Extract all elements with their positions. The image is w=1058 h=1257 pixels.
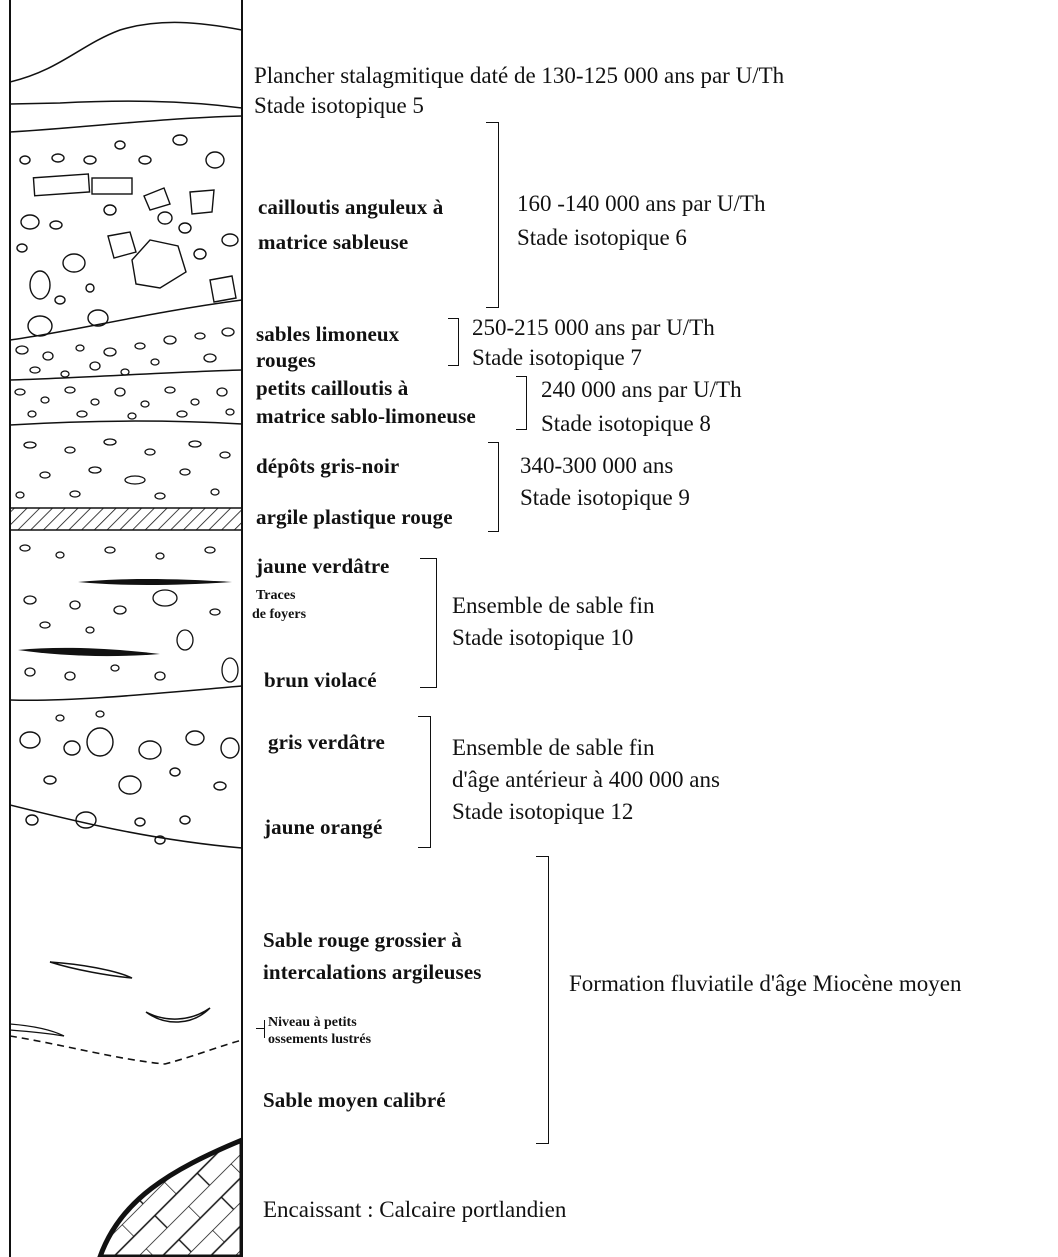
clay-lens-lower [145,1007,211,1023]
pebbles-depots [15,438,231,500]
layer-label-petits-cailloutis: petits cailloutis à [256,376,409,400]
bracket-stade-10 [420,558,437,688]
age-label-stade-7: 250-215 000 ans par U/Th [472,315,715,340]
layer-label-matrice-sableuse: matrice sableuse [258,230,409,254]
layer-label-brun-violace: brun violacé [264,668,377,692]
pebbles-sable-fin-10 [19,544,239,722]
bracket-stade-12 [418,716,431,848]
ensemble-label-stade-10: Ensemble de sable fin [452,593,655,618]
layer-label-cailloutis: cailloutis anguleux à [258,195,444,219]
layer-label-de-foyers: de foyers [252,607,307,622]
layer-label-gris-verdatre: gris verdâtre [268,730,385,754]
layer-label-intercalations: intercalations argileuses [263,960,482,984]
stade-6-label: Stade isotopique 6 [517,225,687,250]
layer-label-rouges: rouges [256,348,316,372]
layer-label-depots: dépôts gris-noir [256,454,400,478]
hearth-trace-upper [78,579,232,585]
miocene-label: Formation fluviatile d'âge Miocène moyen [569,971,962,996]
layer-label-matrice-sablo-limoneuse: matrice sablo-limoneuse [256,404,476,428]
stade-7-label: Stade isotopique 7 [472,345,642,370]
limestone-bedrock [97,1137,242,1257]
pebbles-cailloutis [16,134,239,337]
layer-label-argile: argile plastique rouge [256,505,453,529]
layer-label-niveau: Niveau à petits [268,1015,357,1030]
layer-label-jaune-orange: jaune orangé [264,815,383,839]
age-label-stade-8: 240 000 ans par U/Th [541,377,742,402]
layer-label-jaune-verdatre: jaune verdâtre [256,554,390,578]
pebbles-petits-cailloutis [14,386,235,420]
age-label-stade-12: d'âge antérieur à 400 000 ans [452,767,720,792]
age-label-stade-9: 340-300 000 ans [520,453,674,478]
bracket-stade-6 [486,122,499,308]
layer-label-sable-moyen: Sable moyen calibré [263,1088,446,1112]
ensemble-label-stade-12: Ensemble de sable fin [452,735,655,760]
argile-hatched-band [10,507,242,531]
hearth-trace-lower [18,647,160,657]
clay-lens-upper [49,961,133,979]
layer-label-sable-rouge: Sable rouge grossier à [263,928,462,952]
stade-10-label: Stade isotopique 10 [452,625,634,650]
plancher-label: Plancher stalagmitique daté de 130-125 0… [254,63,785,88]
layer-label-traces: Traces [256,588,296,603]
stade-12-label: Stade isotopique 12 [452,799,634,824]
pebbles-sable-fin-12 [19,727,240,845]
stratigraphic-column [9,0,243,1257]
dashed-boundary [10,1035,242,1065]
bracket-stade-9 [488,442,499,532]
niveau-tick [256,1020,266,1038]
pebbles-sables-limoneux [15,327,235,378]
plancher-layer [10,21,242,109]
stade-8-label: Stade isotopique 8 [541,411,711,436]
layer-label-sables-limoneux: sables limoneux [256,322,400,346]
bracket-stade-8 [516,376,527,430]
stade-9-label: Stade isotopique 9 [520,485,690,510]
stade-5-label: Stade isotopique 5 [254,93,424,118]
bracket-stade-7 [448,318,459,366]
encaissant-label: Encaissant : Calcaire portlandien [263,1197,567,1222]
bracket-miocene [536,856,549,1144]
layer-label-ossements: ossements lustrés [268,1032,372,1047]
age-label-stade-6: 160 -140 000 ans par U/Th [517,191,766,216]
